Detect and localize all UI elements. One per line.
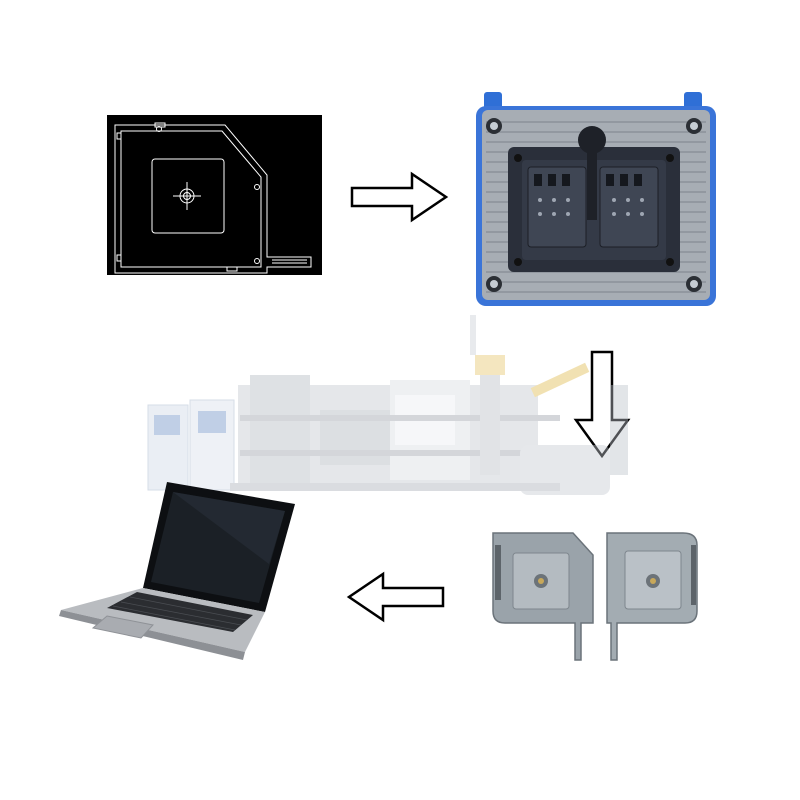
cast-part-left (492, 532, 594, 661)
outer-outline (114, 124, 312, 274)
laptop-base (61, 588, 265, 652)
laptop-touchpad (91, 615, 154, 639)
laptop (55, 480, 305, 670)
arrow-left (345, 570, 445, 625)
cast-part-right (606, 532, 698, 661)
inner-outline (120, 130, 262, 268)
arrow-right (350, 170, 450, 225)
center-boss (151, 158, 225, 234)
die-casting-mold (470, 92, 720, 307)
arrow-down (572, 350, 632, 460)
laptop-keyboard (107, 592, 253, 632)
cad-drawing (107, 115, 322, 275)
cast-housing-parts (485, 525, 715, 670)
cad-outline-drawing (114, 122, 312, 274)
die-casting-machine (140, 315, 640, 505)
